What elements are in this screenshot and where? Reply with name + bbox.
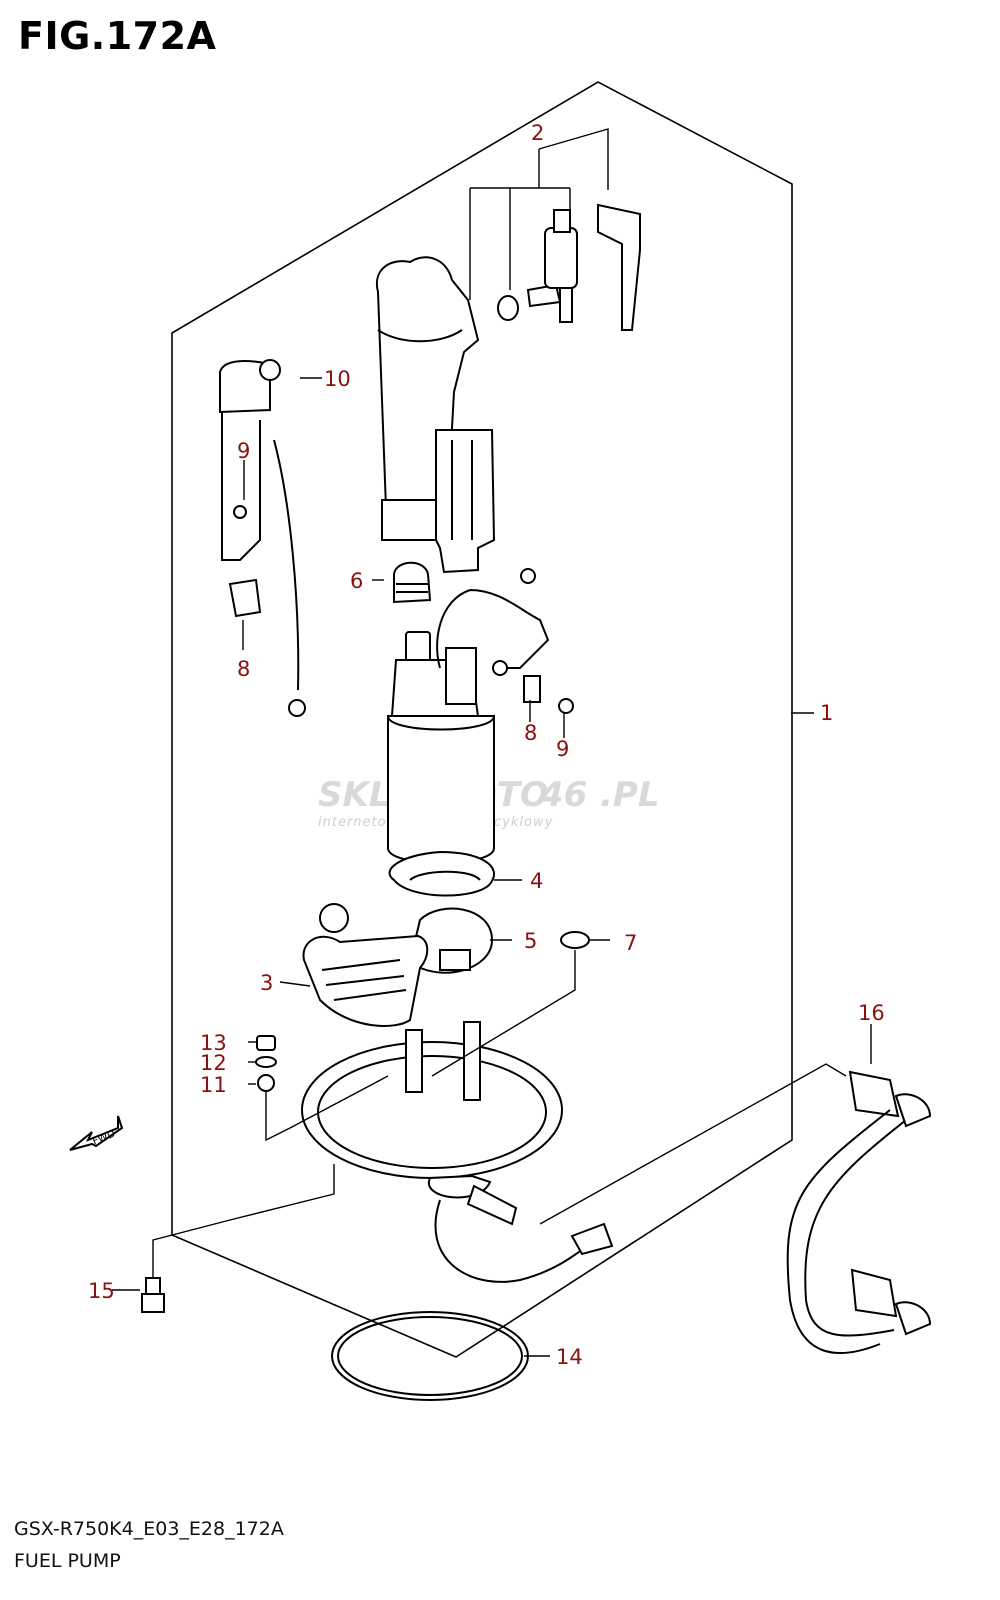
callout-8-right: 8 (524, 721, 537, 745)
fwd-arrow-icon: FWD (69, 1115, 124, 1151)
fwd-label: FWD (91, 1128, 117, 1147)
callout-13: 13 (200, 1031, 227, 1055)
cushion (393, 561, 432, 604)
callout-1: 1 (820, 701, 833, 725)
callout-15: 15 (88, 1279, 115, 1303)
callout-6: 6 (350, 569, 363, 593)
leader-lines (112, 377, 872, 1357)
callout-10: 10 (324, 367, 351, 391)
callout-12: 12 (200, 1051, 227, 1075)
fasteners (255, 1035, 277, 1092)
figure-title: FIG.172A (18, 14, 217, 58)
fuel-filter-canister (375, 256, 496, 574)
fuel-strainer (302, 903, 429, 1027)
pump-base-plate (301, 1021, 614, 1283)
level-gauge (219, 359, 574, 717)
watermark-text-d: .PL (600, 775, 660, 815)
callout-2: 2 (531, 121, 544, 145)
callout-7: 7 (624, 931, 637, 955)
callout-9-right: 9 (556, 737, 569, 761)
callout-14: 14 (556, 1345, 583, 1369)
gasket-ring (331, 1311, 529, 1401)
o-ring-small (560, 931, 590, 949)
retainer-parts (388, 850, 495, 974)
callout-3: 3 (260, 971, 273, 995)
watermark-text-c: 46 (539, 775, 587, 815)
callout-8-left: 8 (237, 657, 250, 681)
fuel-pump-motor (387, 568, 550, 864)
figure-code: GSX-R750K4_E03_E28_172A (14, 1518, 284, 1540)
callout-16: 16 (858, 1001, 885, 1025)
callout-5: 5 (524, 929, 537, 953)
callout-numbers: 1 2 3 4 5 6 7 8 8 9 9 10 11 12 13 14 15 … (88, 121, 885, 1369)
figure-name: FUEL PUMP (14, 1550, 121, 1572)
bolt (141, 1164, 335, 1313)
callout-11: 11 (200, 1073, 227, 1097)
callout-4: 4 (530, 869, 543, 893)
callout-9-left: 9 (237, 439, 250, 463)
regulator-group (469, 128, 641, 331)
fuel-hose (539, 1063, 932, 1355)
